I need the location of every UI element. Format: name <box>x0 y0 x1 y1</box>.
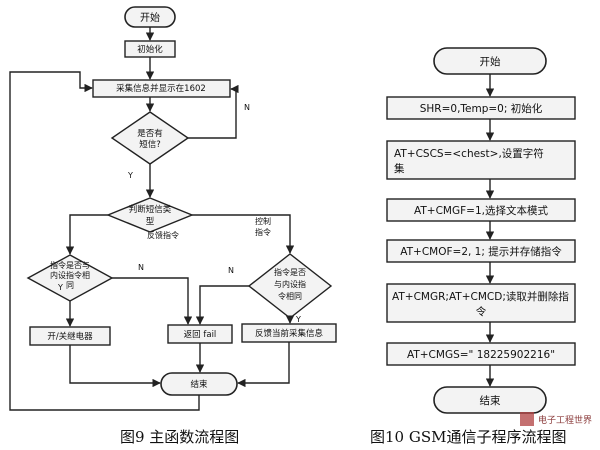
left-judge-type-decision <box>106 197 194 233</box>
watermark-logo: 电子工程世界 <box>520 412 592 426</box>
fig10-caption: 图10 GSM通信子程序流程图 <box>370 428 566 446</box>
right-cmd-match-line1: 指令是否 <box>274 267 306 277</box>
right-cmd-match-line3: 令相同 <box>278 291 302 301</box>
left-judge-type-line1: 判断短信类 <box>129 204 172 215</box>
right-step3-box <box>386 198 576 222</box>
left-feedback-cmd-label: 反馈指令 <box>147 230 179 240</box>
right-step1-box <box>386 96 576 120</box>
left-has-sms-line1: 是否有 <box>137 128 163 139</box>
left-relay-label: 开/关继电器 <box>47 331 93 342</box>
left-n1-label: N <box>244 103 250 112</box>
watermark-text: 电子工程世界 <box>538 414 592 426</box>
right-step4-label: AT+CMOF=2, 1; 提示并存储指令 <box>400 245 562 258</box>
gsm-communication-flowchart: 开始 SHR=0,Temp=0; 初始化 AT+CSCS=<chest>,设置字… <box>386 47 576 414</box>
right-end-label: 结束 <box>480 394 501 407</box>
right-step4-box <box>386 239 576 263</box>
left-control-label-2: 指令 <box>255 227 271 237</box>
left-n2-label: N <box>138 263 144 272</box>
left-init-label: 初始化 <box>137 44 163 55</box>
right-step5-line1: AT+CMGR;AT+CMCD;读取并删除指 <box>392 290 569 303</box>
left-collect-box <box>92 79 231 98</box>
right-cmd-match-line2: 与内设指 <box>274 279 306 289</box>
left-cmd-match-line2: 内设指令相 <box>50 270 90 280</box>
right-step6-label: AT+CMGS=" 18225902216" <box>407 349 555 361</box>
right-step2-line1: AT+CSCS=<chest>,设置字符 <box>394 147 544 160</box>
left-has-sms-line2: 短信? <box>139 139 161 150</box>
right-step2-line2: 集 <box>394 162 405 175</box>
left-y3-label: Y <box>295 315 301 324</box>
right-step1-label: SHR=0,Temp=0; 初始化 <box>420 102 543 115</box>
fig9-caption: 图9 主函数流程图 <box>120 428 239 446</box>
left-return-fail-label: 返回 fail <box>184 329 217 340</box>
right-end-node <box>433 386 547 414</box>
left-start-label: 开始 <box>140 11 160 24</box>
left-judge-type-line2: 型 <box>146 217 155 227</box>
main-function-flowchart: 开始 初始化 采集信息并显示在1602 是否有 短信? N Y 判断短信类 型 … <box>9 6 337 411</box>
right-step2-box <box>386 140 576 180</box>
left-y1-label: Y <box>127 171 133 180</box>
left-cmd-match-line1: 指令是否与 <box>50 260 90 270</box>
left-feedback-info-label: 反馈当前采集信息 <box>255 328 324 339</box>
left-cmd-match-line3: 同 <box>66 281 74 290</box>
left-control-label-1: 控制 <box>255 216 271 226</box>
right-start-label: 开始 <box>480 55 501 68</box>
left-y2-label: Y <box>57 283 63 292</box>
right-step5-box <box>386 283 576 323</box>
left-n3-label: N <box>228 266 234 275</box>
left-end-label: 结束 <box>190 379 208 390</box>
right-step3-label: AT+CMGF=1,选择文本模式 <box>414 204 548 217</box>
right-step6-box <box>386 342 576 366</box>
left-collect-label: 采集信息并显示在1602 <box>116 83 206 94</box>
right-step5-line2: 令 <box>476 305 487 318</box>
